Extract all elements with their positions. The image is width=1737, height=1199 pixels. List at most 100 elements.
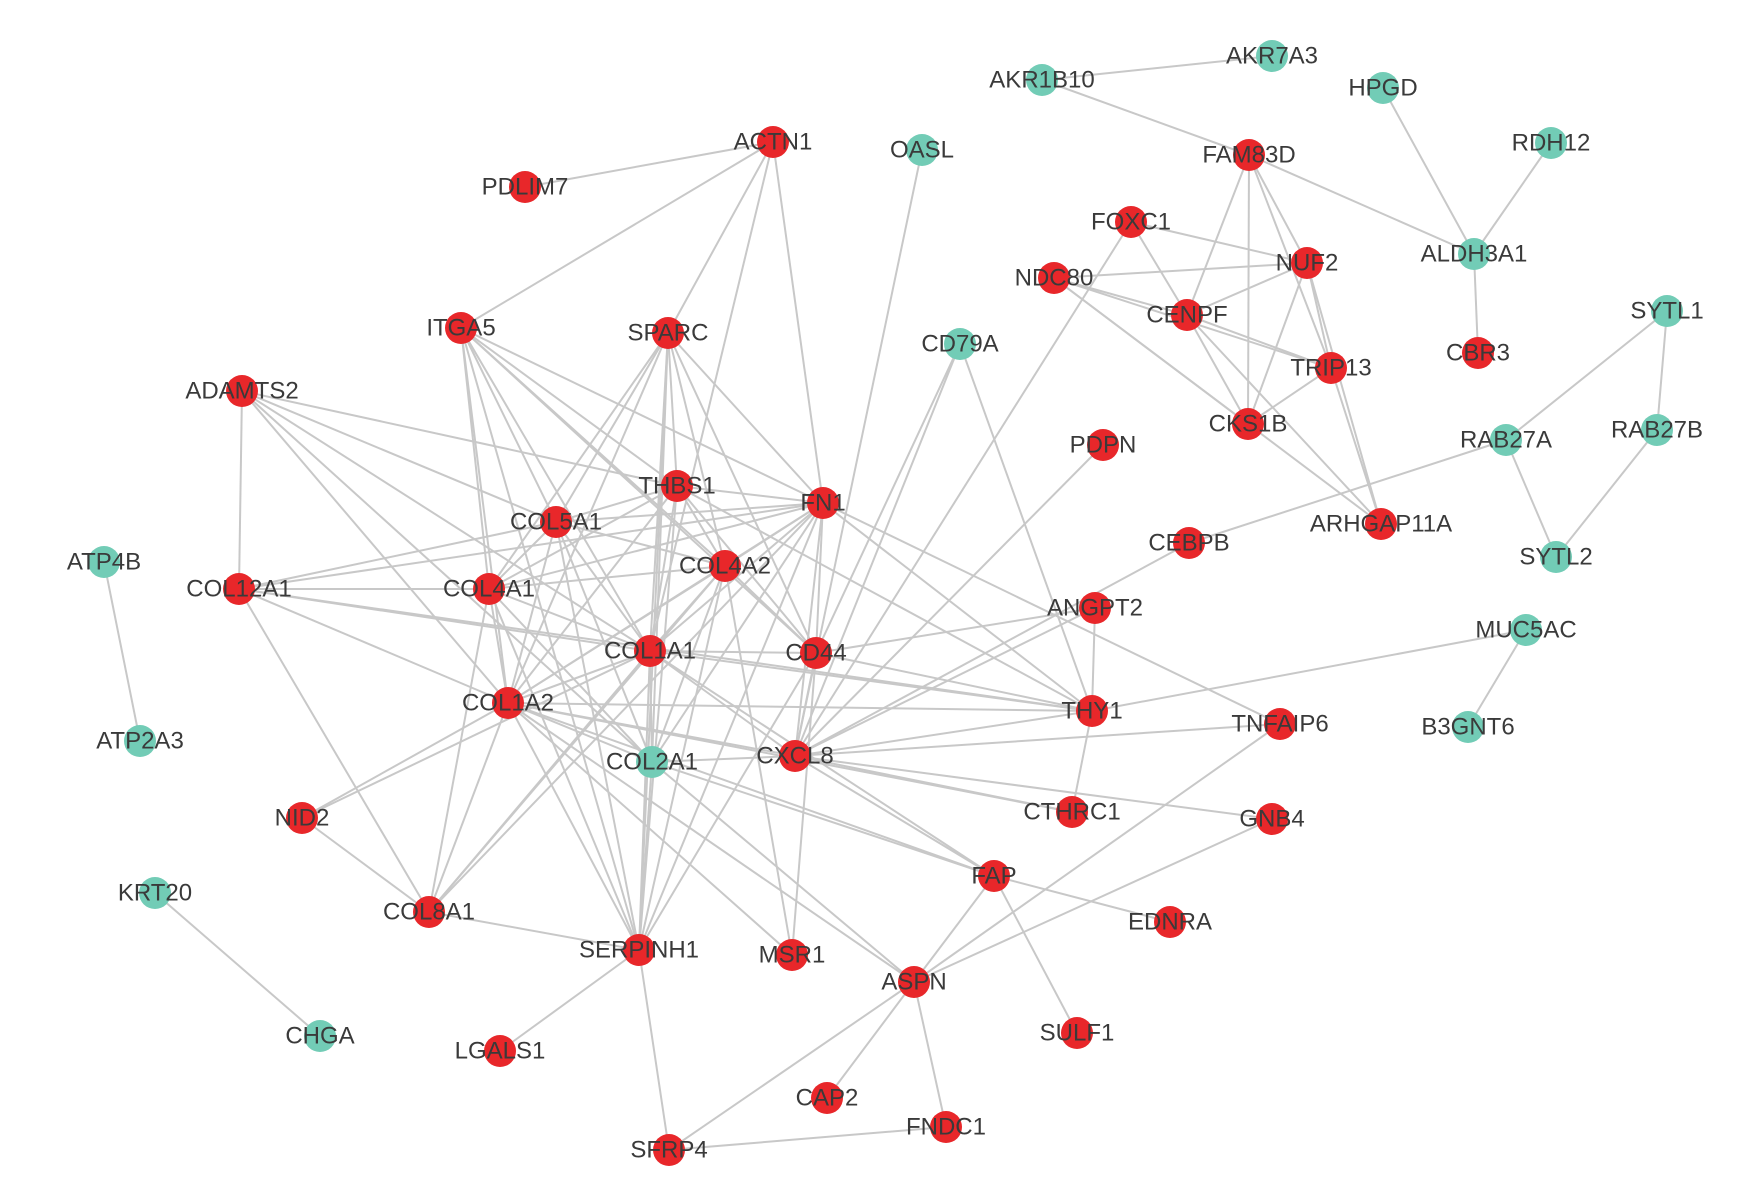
node-circle-tnfaip6	[1264, 708, 1296, 740]
edge-fn1-cd44	[815, 502, 824, 654]
node-circle-gnb4	[1256, 803, 1288, 835]
edge-fn1-thy1	[822, 502, 1093, 712]
edge-col4a1-col8a1	[428, 588, 490, 913]
edge-nuf2-cenpf	[1186, 262, 1308, 316]
edge-aldh3a1-cbr3	[1473, 253, 1479, 354]
node-cbr3: CBR3	[1446, 337, 1510, 369]
node-col5a1: COL5A1	[510, 506, 602, 538]
node-cthrc1: CTHRC1	[1023, 796, 1121, 828]
edge-rab27b-sytl2	[1555, 429, 1658, 558]
node-chga: CHGA	[285, 1020, 355, 1052]
node-circle-col8a1	[413, 896, 445, 928]
edge-fn1-tnfaip6	[822, 502, 1281, 725]
edge-trip13-cks1b	[1247, 367, 1332, 425]
edge-foxc1-cenpf	[1130, 221, 1188, 316]
node-label-col4a2: COL4A2	[679, 553, 771, 580]
edge-col4a1-serpinh1	[488, 588, 640, 951]
node-label-aldh3a1: ALDH3A1	[1421, 241, 1528, 268]
edge-thy1-cxcl8	[794, 710, 1093, 757]
edge-col5a1-serpinh1	[555, 521, 640, 951]
edge-col1a2-col8a1	[428, 702, 509, 913]
node-circle-sparc	[652, 317, 684, 349]
edge-col4a1-col1a1	[488, 588, 651, 652]
node-label-cbr3: CBR3	[1446, 340, 1510, 367]
node-label-aspn: ASPN	[881, 969, 946, 996]
node-circle-col2a1	[636, 746, 668, 778]
edge-actn1-sparc	[667, 141, 774, 334]
edge-angpt2-thy1	[1091, 607, 1096, 712]
node-circle-cthrc1	[1056, 796, 1088, 828]
node-layer: AKR1B10AKR7A3HPGDRDH12OASLALDH3A1SYTL1CD…	[67, 40, 1704, 1166]
edge-sparc-col5a1	[555, 332, 669, 523]
node-atp2a3: ATP2A3	[96, 725, 184, 757]
edge-cd44-msr1	[791, 652, 817, 956]
edge-col2a1-serpinh1	[638, 761, 653, 951]
edge-itga5-thbs1	[460, 327, 678, 487]
node-akr1b10: AKR1B10	[989, 64, 1095, 96]
node-itga5: ITGA5	[426, 312, 496, 344]
edge-akr1b10-akr7a3	[1041, 55, 1273, 81]
edge-col2a1-cxcl8	[651, 755, 796, 763]
node-sytl1: SYTL1	[1630, 295, 1704, 327]
node-tnfaip6: TNFAIP6	[1231, 708, 1329, 740]
edge-cenpf-cks1b	[1186, 314, 1249, 425]
node-circle-sytl2	[1540, 541, 1572, 573]
edge-aspn-cap2	[826, 981, 915, 1099]
node-label-sytl2: SYTL2	[1519, 544, 1592, 571]
node-label-arhgap11a: ARHGAP11A	[1310, 511, 1452, 538]
node-foxc1: FOXC1	[1091, 206, 1171, 238]
node-label-cap2: CAP2	[796, 1085, 859, 1112]
node-label-cenpf: CENPF	[1146, 302, 1227, 329]
node-gnb4: GNB4	[1239, 803, 1305, 835]
node-circle-sfrp4	[653, 1134, 685, 1166]
node-fap: FAP	[971, 860, 1017, 892]
edge-itga5-col5a1	[460, 327, 557, 523]
edge-sytl1-rab27a	[1505, 310, 1668, 441]
node-circle-pdpn	[1087, 429, 1119, 461]
edge-col1a2-msr1	[507, 702, 793, 956]
node-aldh3a1: ALDH3A1	[1421, 238, 1528, 270]
node-circle-hpgd	[1367, 72, 1399, 104]
edge-cd79a-cd44	[815, 343, 961, 654]
edge-rab27a-cebpb	[1188, 439, 1507, 544]
node-circle-b3gnt6	[1452, 711, 1484, 743]
node-label-cebpb: CEBPB	[1148, 530, 1229, 557]
node-label-hpgd: HPGD	[1348, 75, 1417, 102]
node-circle-fam83d	[1233, 139, 1265, 171]
node-label-trip13: TRIP13	[1290, 355, 1371, 382]
node-muc5ac: MUC5AC	[1475, 614, 1577, 646]
edge-cenpf-trip13	[1186, 314, 1332, 369]
node-thbs1: THBS1	[638, 470, 716, 502]
node-label-nid2: NID2	[275, 805, 330, 832]
edge-angpt2-cxcl8	[794, 607, 1096, 757]
edge-col1a2-aspn	[507, 702, 915, 983]
edge-col4a1-col2a1	[488, 588, 653, 763]
node-cenpf: CENPF	[1146, 299, 1228, 331]
node-label-cd79a: CD79A	[921, 331, 998, 358]
edge-actn1-fn1	[772, 141, 824, 504]
node-circle-adamts2	[226, 375, 258, 407]
node-label-lgals1: LGALS1	[455, 1038, 546, 1065]
node-label-rab27b: RAB27B	[1611, 417, 1703, 444]
edge-adamts2-thbs1	[241, 390, 678, 487]
node-cd44: CD44	[785, 637, 847, 669]
edge-gnb4-aspn	[913, 818, 1273, 983]
node-label-rab27a: RAB27A	[1460, 427, 1552, 454]
edge-itga5-col1a2	[460, 327, 509, 704]
edge-fn1-col4a1	[488, 502, 824, 590]
edge-rdh12-aldh3a1	[1473, 142, 1552, 255]
node-circle-actn1	[757, 126, 789, 158]
edge-adamts2-col12a1	[238, 390, 243, 590]
node-circle-chga	[304, 1020, 336, 1052]
node-circle-ndc80	[1038, 262, 1070, 294]
node-circle-sytl1	[1651, 295, 1683, 327]
edge-cxcl8-cthrc1	[794, 755, 1073, 813]
edge-muc5ac-b3gnt6	[1467, 629, 1527, 728]
node-label-fndc1: FNDC1	[906, 1114, 986, 1141]
edge-sparc-col2a1	[651, 332, 669, 763]
edge-cd79a-thy1	[959, 343, 1093, 712]
edge-sparc-thbs1	[667, 332, 678, 487]
node-circle-fn1	[807, 487, 839, 519]
node-col1a2: COL1A2	[462, 687, 554, 719]
